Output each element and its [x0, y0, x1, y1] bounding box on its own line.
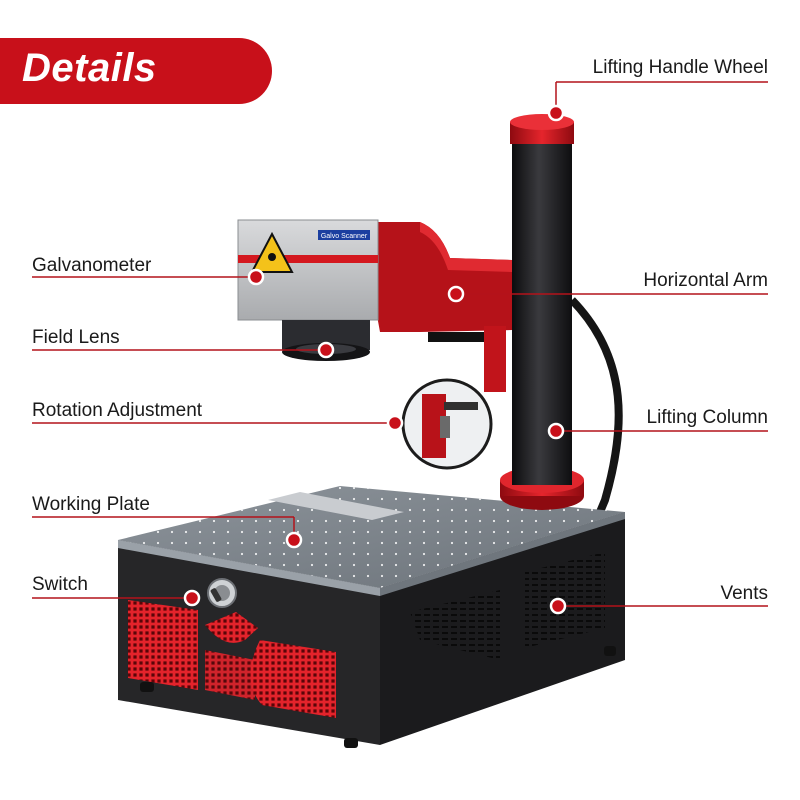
details-banner: Details	[0, 38, 272, 104]
banner-title: Details	[22, 46, 157, 90]
horizontal-arm	[360, 222, 512, 392]
key-switch	[207, 578, 237, 608]
marker-dot	[547, 104, 565, 122]
label-rotation-adjustment: Rotation Adjustment	[32, 400, 203, 421]
marker-dot	[549, 597, 567, 615]
marker-dot	[183, 589, 201, 607]
label-switch: Switch	[32, 574, 88, 595]
side-vents	[410, 552, 605, 660]
marker-dots	[183, 104, 567, 615]
lifting-handle-wheel	[510, 114, 574, 144]
label-lifting-column: Lifting Column	[646, 407, 768, 428]
marker-dot	[247, 268, 265, 286]
front-mesh-panels	[128, 600, 336, 718]
scanner-label: Galvo Scanner	[321, 233, 368, 240]
marker-dot	[447, 285, 465, 303]
marker-dot	[386, 414, 404, 432]
marker-dot	[285, 531, 303, 549]
leader-lines	[32, 81, 768, 607]
label-vents: Vents	[720, 583, 768, 604]
fiber-cable	[569, 297, 623, 514]
label-lifting-handle-wheel: Lifting Handle Wheel	[592, 57, 768, 78]
label-field-lens: Field Lens	[32, 327, 120, 348]
label-galvanometer: Galvanometer	[32, 255, 152, 276]
marker-dot	[547, 422, 565, 440]
foot	[140, 682, 154, 692]
label-working-plate: Working Plate	[32, 494, 150, 515]
galvanometer-head: Galvo Scanner	[237, 219, 379, 321]
rotation-adjustment-inset	[401, 378, 493, 470]
marker-dot	[317, 341, 335, 359]
fixture-rail	[268, 492, 404, 520]
foot	[604, 646, 616, 656]
label-horizontal-arm: Horizontal Arm	[643, 270, 768, 291]
foot	[344, 738, 358, 748]
